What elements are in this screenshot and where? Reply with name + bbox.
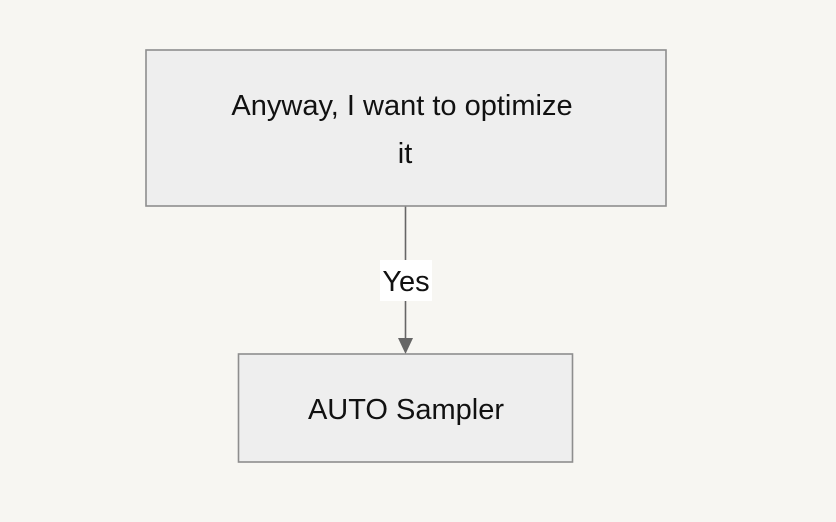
node-auto-sampler-label: AUTO Sampler bbox=[308, 394, 504, 426]
node-optimize: Anyway, I want to optimize it bbox=[145, 49, 667, 207]
node-auto-sampler: AUTO Sampler bbox=[237, 353, 574, 463]
arrowhead-icon bbox=[398, 338, 413, 354]
node-optimize-label-line-2: it bbox=[398, 138, 413, 170]
node-optimize-label-line-1: Anyway, I want to optimize bbox=[231, 90, 572, 122]
edge-n1-to-n2: Yes bbox=[380, 206, 432, 354]
node-auto-sampler-box bbox=[237, 353, 574, 463]
node-optimize-box bbox=[145, 49, 667, 207]
edge-label-background bbox=[380, 260, 432, 301]
edge-label: Yes bbox=[382, 266, 429, 298]
